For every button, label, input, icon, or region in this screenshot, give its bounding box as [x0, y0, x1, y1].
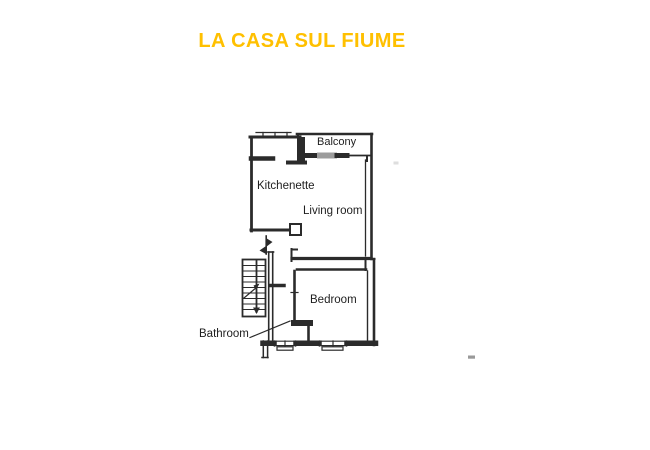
room-label-kitchenette: Kitchenette — [257, 180, 315, 192]
kitchenette-window-ticks — [262, 131, 288, 138]
window-sill — [276, 346, 294, 351]
stair-arrow-mid — [253, 283, 260, 290]
kitchenette-walls — [248, 131, 307, 236]
stairwell-wall — [267, 251, 275, 342]
window-right — [318, 340, 348, 351]
staircase — [241, 258, 267, 318]
room-label-bathroom: Bathroom — [199, 328, 249, 340]
bottom-wall — [260, 340, 379, 359]
balcony-walls — [295, 132, 374, 163]
wall-pillar — [297, 137, 305, 163]
scan-artifact — [393, 161, 399, 165]
room-label-living-room: Living room — [303, 205, 363, 217]
living-bedroom-divider-wall — [290, 248, 373, 271]
door-jamb-square — [289, 223, 302, 236]
window-left — [273, 340, 297, 351]
room-label-bedroom: Bedroom — [310, 294, 357, 306]
window-sill — [321, 346, 344, 351]
bathroom-walls — [269, 269, 313, 343]
entry-door-swing-icon — [259, 235, 273, 255]
stair-arrow-down — [253, 307, 260, 314]
room-label-balcony: Balcony — [317, 136, 357, 148]
stair-treads — [241, 264, 267, 311]
right-outer-wall — [364, 132, 376, 347]
scan-artifact — [468, 355, 475, 359]
page-title: LA CASA SUL FIUME — [198, 30, 406, 52]
balcony-glass-door — [317, 152, 337, 159]
bathroom-leader-line — [249, 320, 291, 339]
